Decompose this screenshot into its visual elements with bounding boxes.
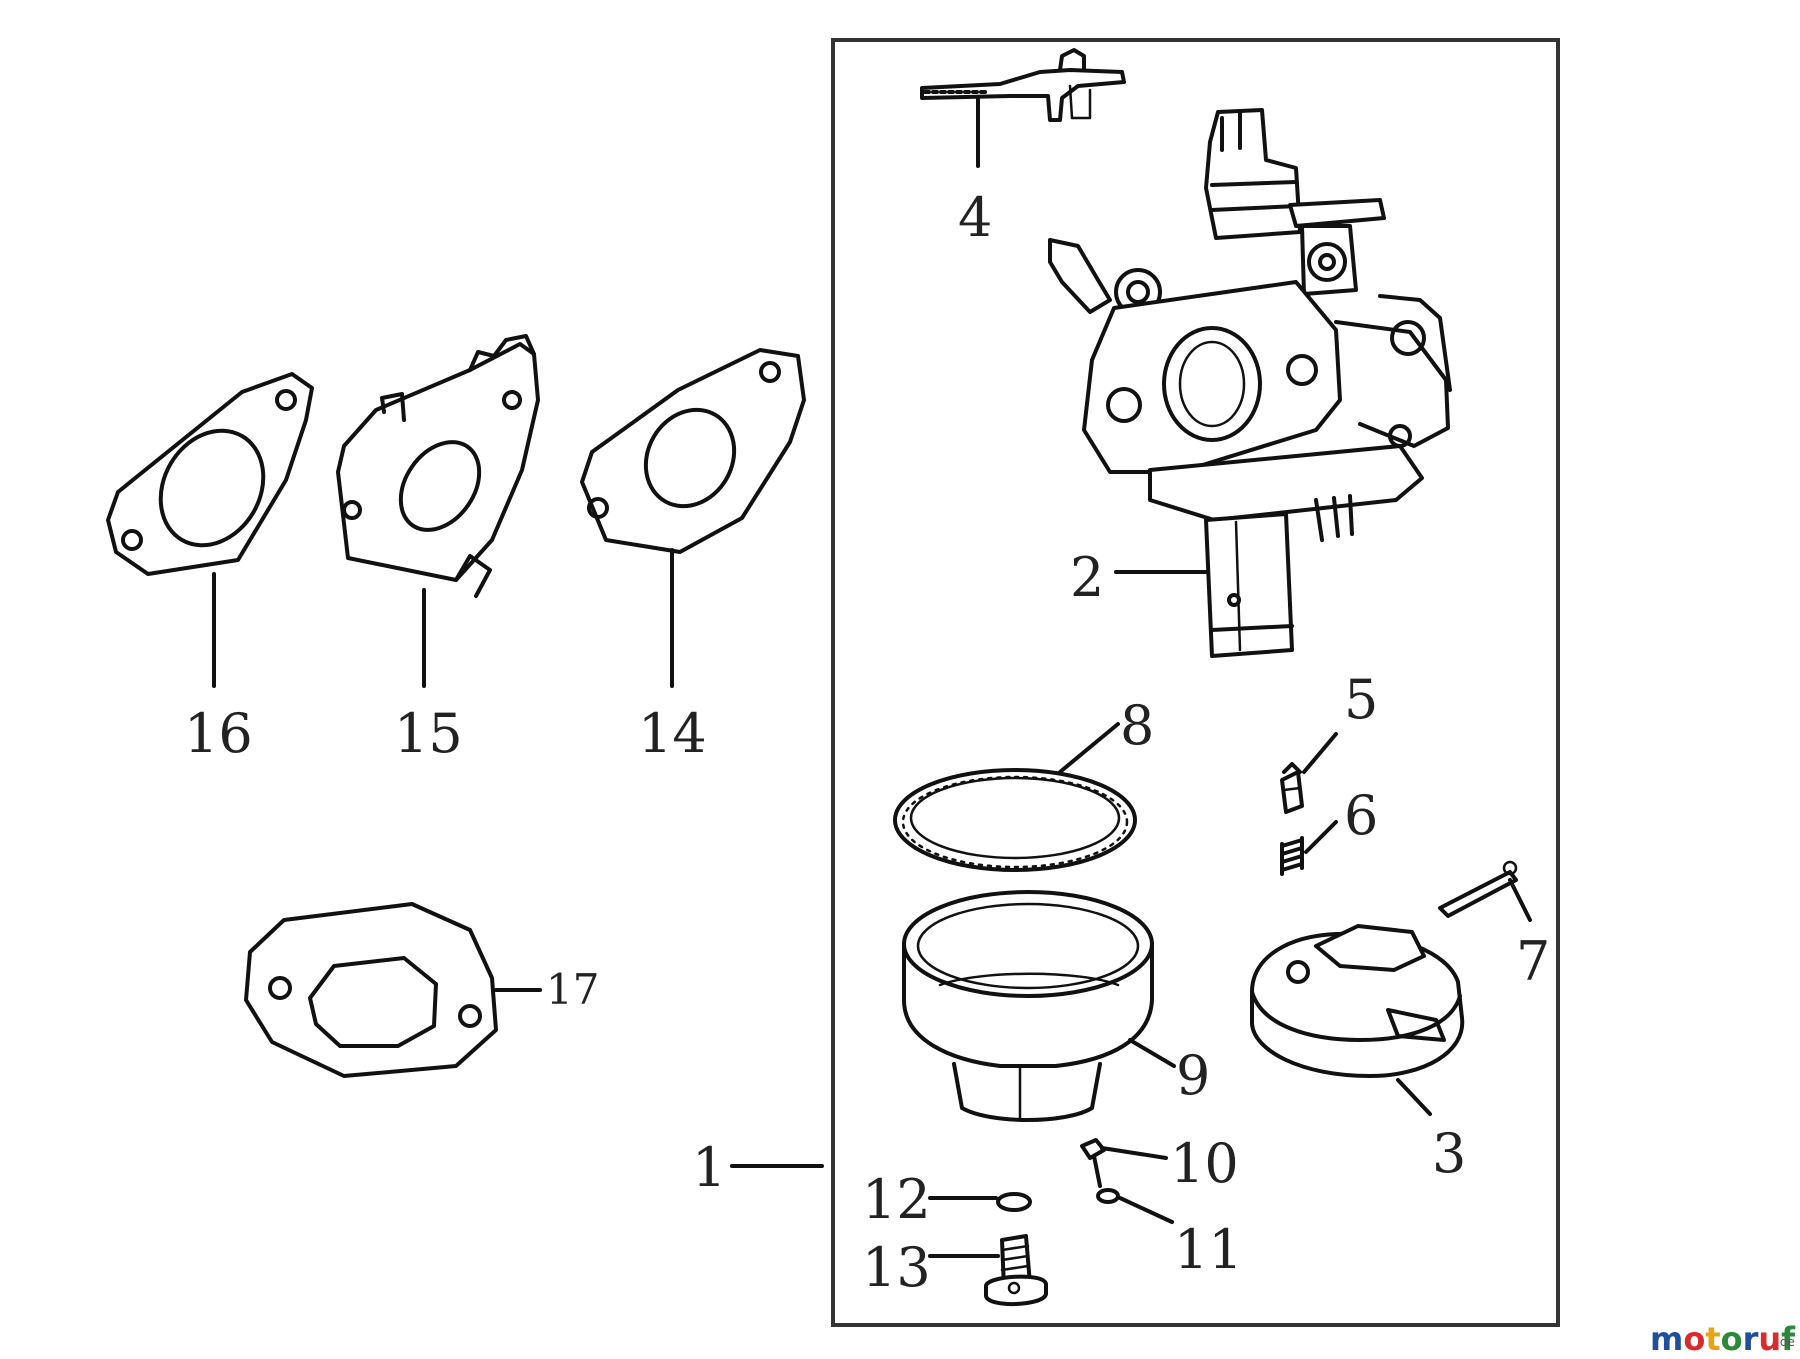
part-17-air-filter-gasket[interactable] [244, 902, 498, 1078]
leader-line-11 [1118, 1196, 1174, 1224]
part-3-float[interactable] [1250, 924, 1465, 1078]
callout-2: 2 [1070, 546, 1104, 609]
callout-6: 6 [1344, 784, 1378, 847]
callout-7: 7 [1516, 930, 1550, 993]
part-16-intake-gasket[interactable] [106, 372, 314, 576]
part-2-carburetor-body[interactable] [1048, 108, 1452, 658]
part-6-needle-spring[interactable] [1280, 836, 1304, 876]
assembly-frame [831, 38, 1560, 1327]
callout-14: 14 [638, 702, 707, 765]
watermark-letter: u [1758, 1320, 1781, 1358]
leader-line-8 [1058, 722, 1120, 774]
callout-3: 3 [1432, 1122, 1466, 1185]
part-9-float-bowl[interactable] [902, 890, 1154, 1122]
callout-1: 1 [692, 1136, 726, 1199]
callout-4: 4 [958, 186, 992, 249]
watermark-suffix: .de [1776, 1335, 1795, 1349]
callout-8: 8 [1120, 694, 1154, 757]
leader-line-10 [1100, 1146, 1168, 1160]
part-12-bowl-washer[interactable] [996, 1192, 1032, 1212]
leader-line-3 [1396, 1078, 1432, 1116]
part-11-drain-washer[interactable] [1096, 1188, 1120, 1204]
callout-9: 9 [1176, 1044, 1210, 1107]
callout-12: 12 [862, 1168, 931, 1231]
watermark-letter: r [1743, 1320, 1759, 1358]
callout-10: 10 [1170, 1132, 1239, 1195]
watermark-letter: o [1721, 1320, 1743, 1358]
callout-13: 13 [862, 1236, 931, 1299]
leader-line-5 [1302, 732, 1338, 774]
part-4-choke-lever[interactable] [920, 48, 1126, 122]
leader-line-7 [1508, 878, 1532, 922]
watermark-letter: o [1683, 1320, 1705, 1358]
part-13-bowl-bolt[interactable] [984, 1234, 1048, 1307]
callout-17: 17 [546, 965, 599, 1014]
svg-text:motoruf: motoruf [1650, 1320, 1796, 1358]
callout-16: 16 [184, 702, 253, 765]
watermark-letter: f [1781, 1320, 1796, 1358]
callout-11: 11 [1174, 1218, 1243, 1281]
part-14-carb-gasket[interactable] [580, 348, 806, 554]
part-5-float-needle[interactable] [1280, 762, 1304, 814]
part-7-float-pin[interactable] [1438, 860, 1518, 918]
leader-line-9 [1128, 1038, 1176, 1068]
motoruf-watermark-logo: motoruf .de [1650, 1320, 1796, 1358]
watermark-letter: m [1650, 1320, 1683, 1358]
part-8-bowl-gasket[interactable] [893, 768, 1137, 872]
callout-5: 5 [1344, 668, 1378, 731]
part-15-insulator-plate[interactable] [336, 334, 540, 598]
watermark-letter: t [1705, 1320, 1720, 1358]
callout-15: 15 [394, 702, 463, 765]
leader-line-6 [1304, 820, 1338, 854]
